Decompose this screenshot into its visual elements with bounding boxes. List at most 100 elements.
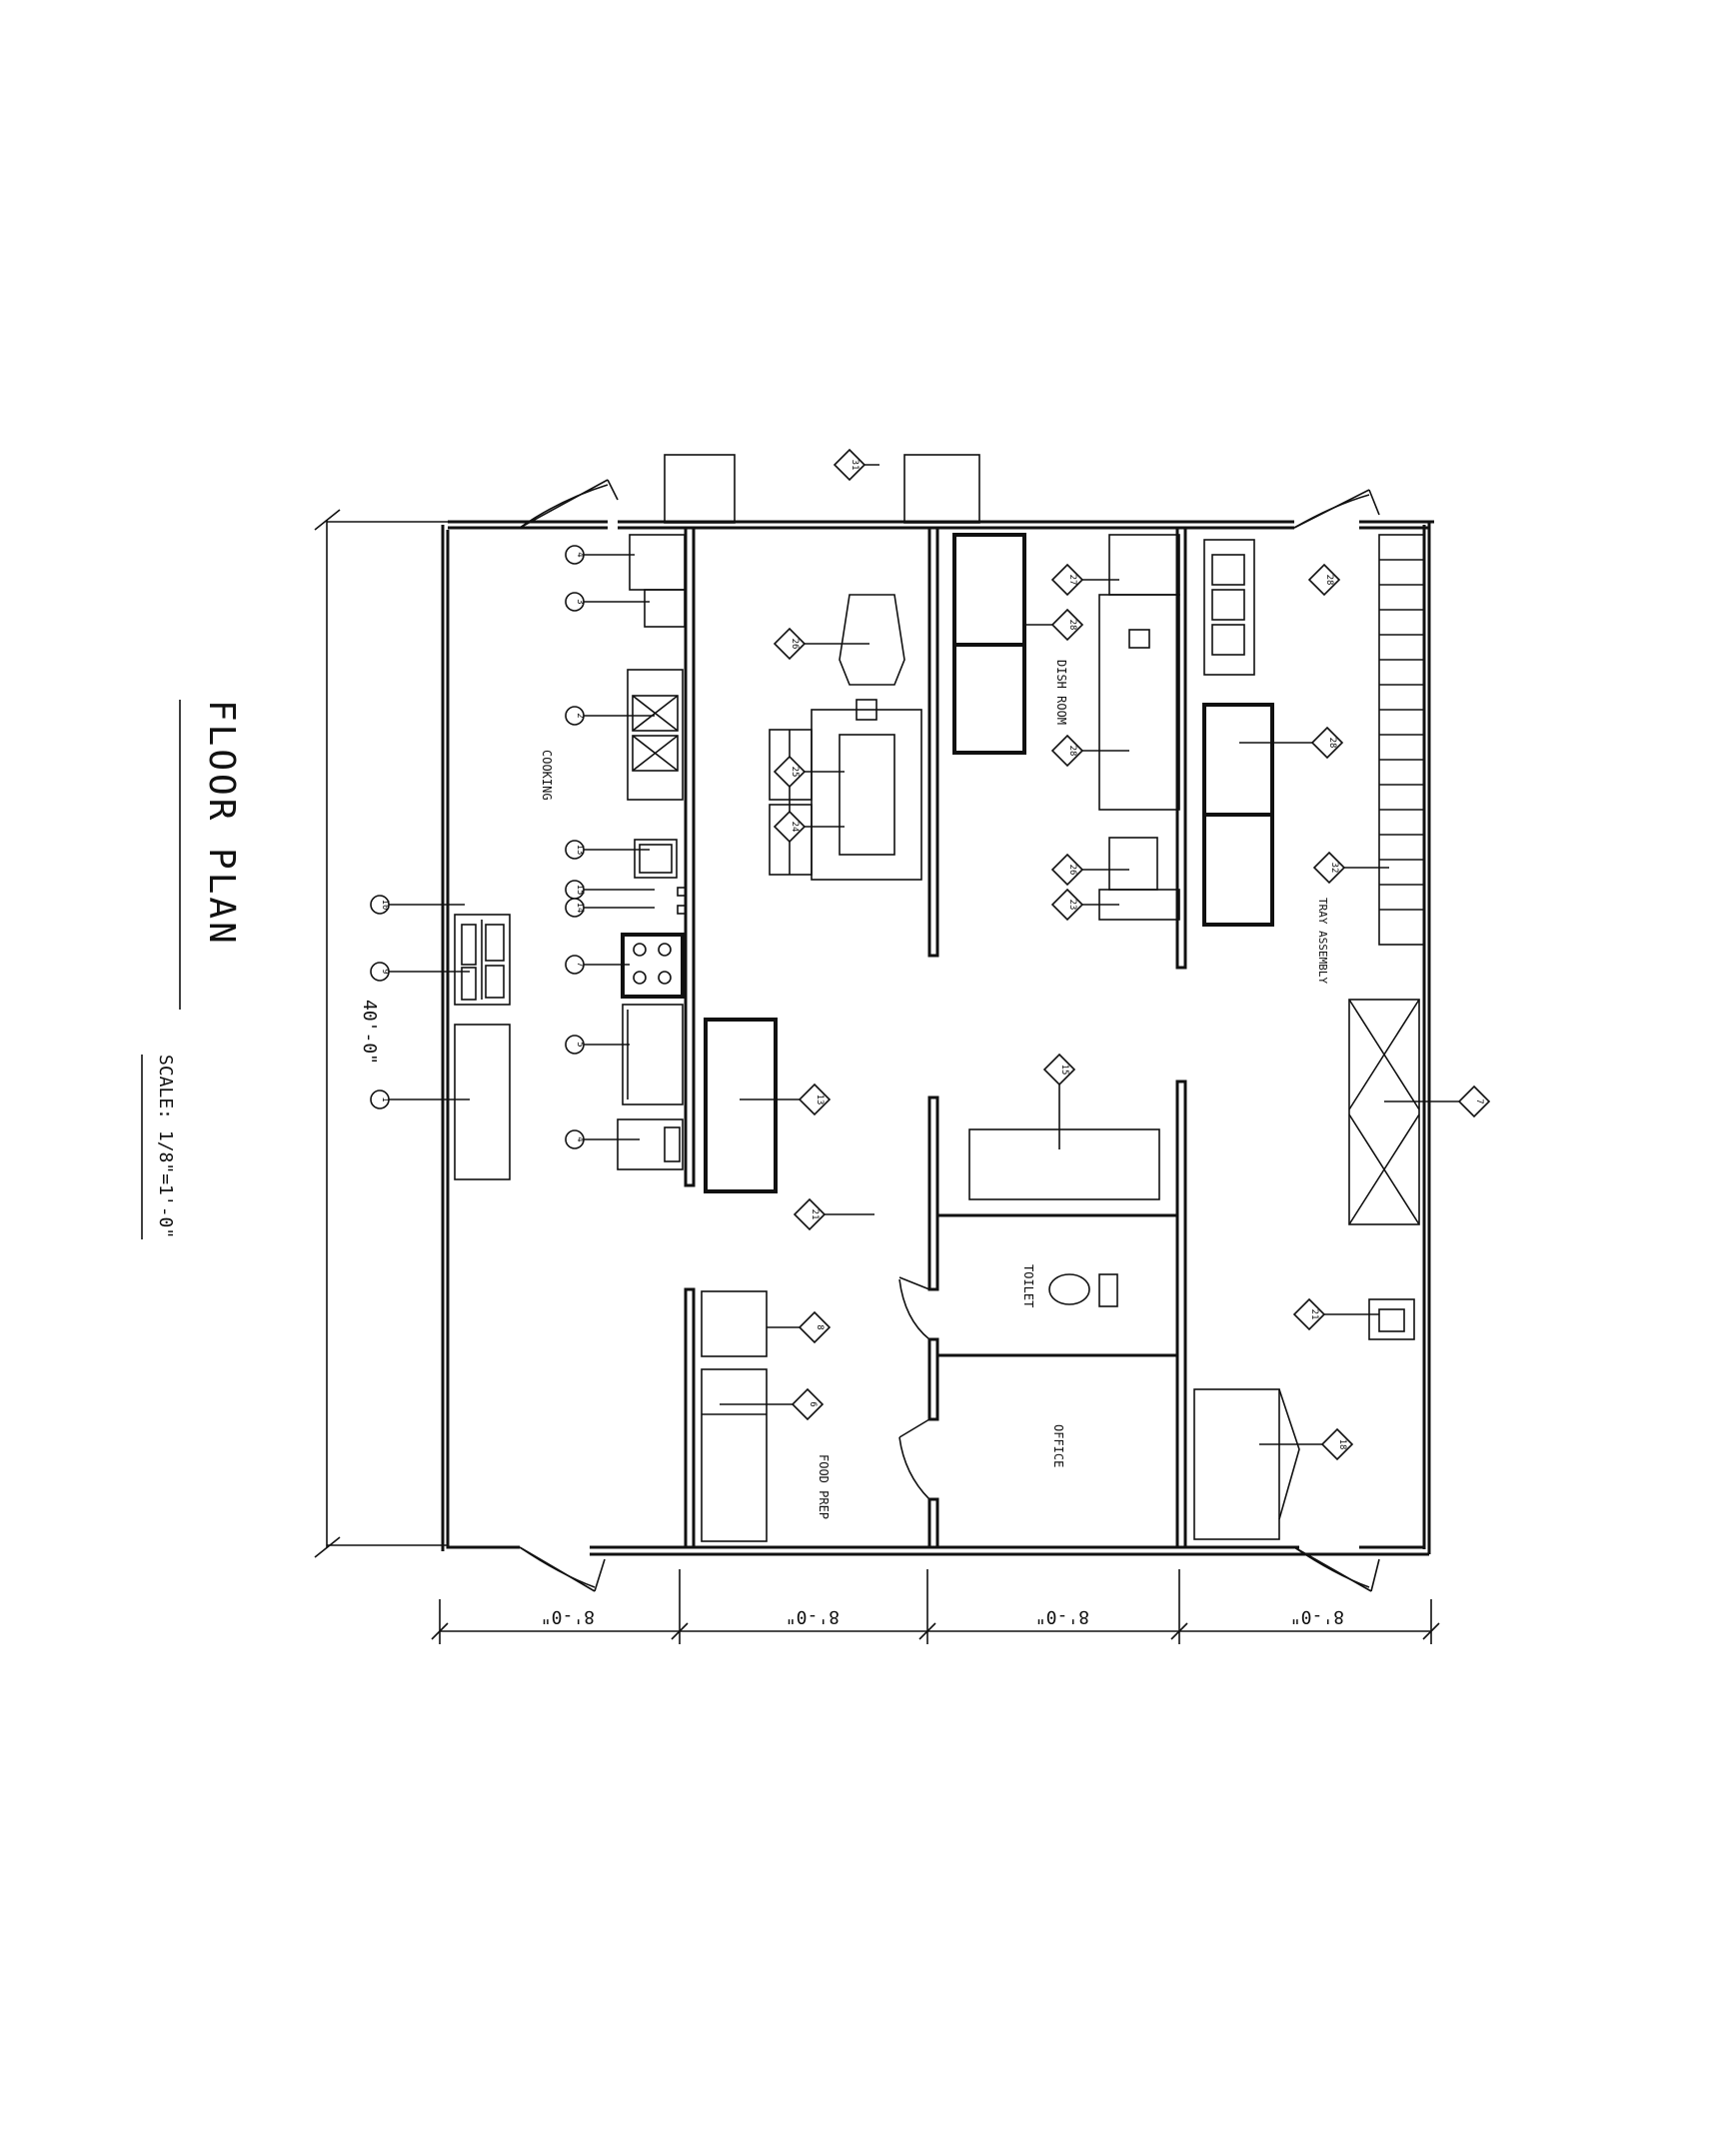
tag-number: 15	[575, 885, 585, 896]
label-toilet: TOILET	[1021, 1264, 1035, 1307]
tag-number: 2	[575, 713, 585, 718]
tag-circle-marker	[565, 955, 585, 975]
tag-diamond-marker	[773, 627, 807, 661]
tag-number: 21	[810, 1209, 820, 1220]
equipment-tag: 21	[793, 1197, 874, 1231]
equipment-tag: 15	[1042, 1053, 1076, 1149]
tag-circle-marker	[565, 706, 585, 726]
tag-number: 9	[380, 969, 390, 974]
tag-diamond-marker	[791, 1387, 825, 1421]
equipment-tag: 27	[1050, 563, 1119, 597]
tag-number: 25	[790, 767, 800, 778]
label-tray-assembly: TRAY ASSEMBLY	[1316, 898, 1329, 984]
toilet-fixture	[1048, 1273, 1118, 1307]
plan-scale: SCALE: 1/8"=1'-0"	[155, 1055, 176, 1238]
tag-diamond-marker	[798, 1082, 832, 1116]
door-top-right	[1293, 489, 1380, 529]
plan-title: FLOOR PLAN	[201, 700, 242, 947]
equipment-tag: 4	[565, 545, 635, 565]
tag-circle-marker	[565, 592, 585, 612]
bay-dimensions: 8'-0" 8'-0" 8'-0" 8'-0"	[431, 1569, 1440, 1644]
equipment-tag: 1	[370, 1089, 470, 1109]
tag-circle-marker	[565, 840, 585, 860]
tag-diamond-marker	[1050, 853, 1084, 887]
tag-diamond-marker	[793, 1197, 827, 1231]
equipment-tag: 26	[1050, 853, 1129, 887]
equipment-tag: 6	[720, 1387, 825, 1421]
tag-number: 28	[1327, 738, 1337, 749]
exterior-unit-right	[903, 454, 980, 524]
tag-circle-marker	[565, 1035, 585, 1055]
bay-dimension-3: 8'-0"	[1035, 1606, 1089, 1627]
bay-dimension-4: 8'-0"	[1290, 1606, 1344, 1627]
tag-number: 13	[575, 845, 585, 856]
equipment-tag: 24	[773, 810, 845, 844]
equipment-tag: 21	[1292, 1297, 1379, 1331]
equipment-tag: 31	[833, 448, 879, 482]
door-top-left	[519, 479, 619, 529]
tag-number: 28	[1324, 575, 1334, 586]
tag-diamond-marker	[798, 1310, 832, 1344]
tag-number: 27	[1067, 575, 1077, 586]
tag-diamond-marker	[1457, 1084, 1491, 1118]
tag-number: 18	[1337, 1439, 1347, 1450]
label-food-prep: FOOD PREP	[817, 1454, 831, 1519]
tag-number: 26	[790, 639, 800, 650]
tag-diamond-marker	[1310, 726, 1344, 760]
door-bottom-left	[519, 1546, 606, 1592]
overall-dimension-text: 40'-0"	[359, 1000, 380, 1065]
tag-diamond-marker	[1042, 1053, 1076, 1086]
exterior-unit-left	[664, 454, 736, 524]
equipment-tag: 15	[565, 880, 620, 900]
equipment-tag: 3	[565, 592, 650, 612]
tag-number: 32	[1329, 863, 1339, 874]
label-cooking: COOKING	[540, 750, 554, 801]
tag-diamond-marker	[773, 810, 807, 844]
prep-area-equipment	[769, 594, 1160, 1200]
bay-dimension-1: 8'-0"	[541, 1606, 595, 1627]
tag-number: 8	[815, 1324, 825, 1329]
equipment-tag: 2	[565, 706, 655, 726]
tag-number: 6	[808, 1401, 818, 1406]
equipment-tag: 7	[1384, 1084, 1491, 1118]
tag-number: 15	[1059, 1065, 1069, 1076]
tag-number: 5	[575, 1042, 585, 1047]
equipment-tag: 25	[773, 755, 845, 789]
equipment-tag: 32	[1312, 851, 1389, 885]
tag-circle-marker	[565, 898, 585, 918]
equipment-tag: 26	[773, 627, 869, 661]
toilet-door	[898, 1276, 930, 1340]
equipment-tag: 10	[370, 895, 465, 915]
tag-diamond-marker	[1050, 608, 1084, 642]
tag-diamond-marker	[1050, 563, 1084, 597]
equipment-tag: 9	[370, 962, 470, 982]
equipment-tag: 4	[565, 1129, 640, 1149]
equipment-tag: 18	[1259, 1427, 1354, 1461]
tag-circle-marker	[370, 1089, 390, 1109]
equipment-tags: 1091432131514754138621262524311527282826…	[370, 448, 1491, 1461]
tag-number: 10	[380, 900, 390, 911]
tag-number: 21	[1309, 1309, 1319, 1320]
tag-number: 24	[790, 822, 800, 833]
tag-number: 3	[575, 599, 585, 604]
interior-partitions	[684, 526, 1187, 1549]
tag-number: 14	[575, 903, 585, 914]
tag-diamond-marker	[1292, 1297, 1326, 1331]
tag-circle-marker	[370, 895, 390, 915]
equipment-tag: 14	[565, 898, 620, 918]
tag-number: 31	[850, 460, 860, 471]
tag-diamond-marker	[1050, 888, 1084, 922]
label-office: OFFICE	[1051, 1424, 1065, 1467]
equipment-tag: 28	[1307, 563, 1341, 597]
equipment-tag: 28	[1024, 608, 1084, 642]
tag-number: 4	[575, 1136, 585, 1141]
tag-diamond-marker	[1050, 734, 1084, 768]
tag-circle-marker	[565, 1129, 585, 1149]
tag-diamond-marker	[833, 448, 866, 482]
tag-number: 13	[815, 1094, 825, 1105]
tag-circle-marker	[565, 545, 585, 565]
tag-number: 7	[1474, 1098, 1484, 1103]
tag-diamond-marker	[1312, 851, 1346, 885]
overall-dimension: 40'-0"	[314, 509, 448, 1558]
